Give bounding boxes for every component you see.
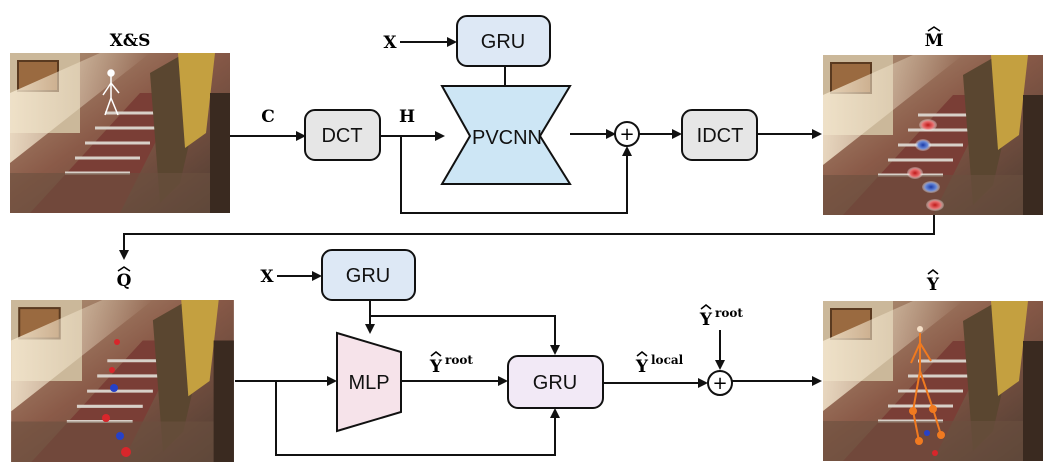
hat-icon <box>430 351 442 357</box>
mlp-label: MLP <box>348 372 389 394</box>
y-local-label: Y local <box>635 351 684 377</box>
row1: X&S C DCT H X GRU PV <box>10 15 1043 260</box>
connector-m-to-q <box>119 215 935 260</box>
svg-text:Y: Y <box>429 357 443 377</box>
svg-text:Y: Y <box>635 357 649 377</box>
input-image-label-xs: X&S <box>110 31 151 51</box>
svg-text:+: + <box>712 373 727 394</box>
gru-top-label: GRU <box>481 31 525 53</box>
hat-icon <box>636 351 648 357</box>
gru-row2-mid-label: GRU <box>533 372 577 394</box>
svg-text:Y: Y <box>699 310 713 330</box>
c-label: C <box>261 107 275 127</box>
svg-text:Y: Y <box>926 275 940 295</box>
svg-text:+: + <box>619 124 634 145</box>
svg-text:root: root <box>445 353 473 367</box>
output-scene-image-m <box>823 55 1043 215</box>
hat-icon <box>117 266 131 272</box>
pvcnn-label: PVCNN <box>472 127 542 149</box>
x-label-row2: X <box>260 267 274 287</box>
arrow-gru-to-gru-mid <box>370 315 560 355</box>
hat-icon <box>927 26 941 32</box>
svg-text:M: M <box>925 31 944 51</box>
skeleton-figure <box>102 69 120 116</box>
input-image-label-q: Q <box>117 266 132 291</box>
gru-box-top <box>456 15 551 67</box>
svg-text:Q: Q <box>117 271 132 291</box>
svg-text:local: local <box>651 353 684 367</box>
skip-connection-row1 <box>400 136 632 214</box>
y-root-label: Y root <box>429 351 473 377</box>
gru-box-row2-top <box>321 249 416 301</box>
output-scene-image-y <box>823 301 1043 461</box>
y-root-top-label: Y root <box>699 304 743 330</box>
output-image-label-m: M <box>925 26 944 51</box>
plus-circle-icon: + <box>614 121 640 147</box>
idct-label: IDCT <box>697 125 744 147</box>
heatmap-markers <box>907 119 944 211</box>
input-scene-image-q <box>11 300 234 462</box>
input-scene-image <box>10 53 230 213</box>
pvcnn-block <box>440 85 572 185</box>
skeleton-figure-orange <box>909 326 945 456</box>
output-image-label-y: Y <box>926 269 940 295</box>
point-markers <box>102 339 131 457</box>
hat-icon <box>700 304 712 310</box>
skip-connection-row2 <box>275 381 560 456</box>
svg-text:root: root <box>715 306 743 320</box>
row2: Q X GRU MLP <box>11 249 1043 462</box>
x-label-row1: X <box>383 33 397 53</box>
plus-circle-icon: + <box>707 370 733 396</box>
h-label: H <box>399 107 415 127</box>
dct-label: DCT <box>321 125 362 147</box>
hat-icon <box>927 269 939 275</box>
gru-row2-top-label: GRU <box>346 265 390 287</box>
mlp-block <box>336 331 402 433</box>
